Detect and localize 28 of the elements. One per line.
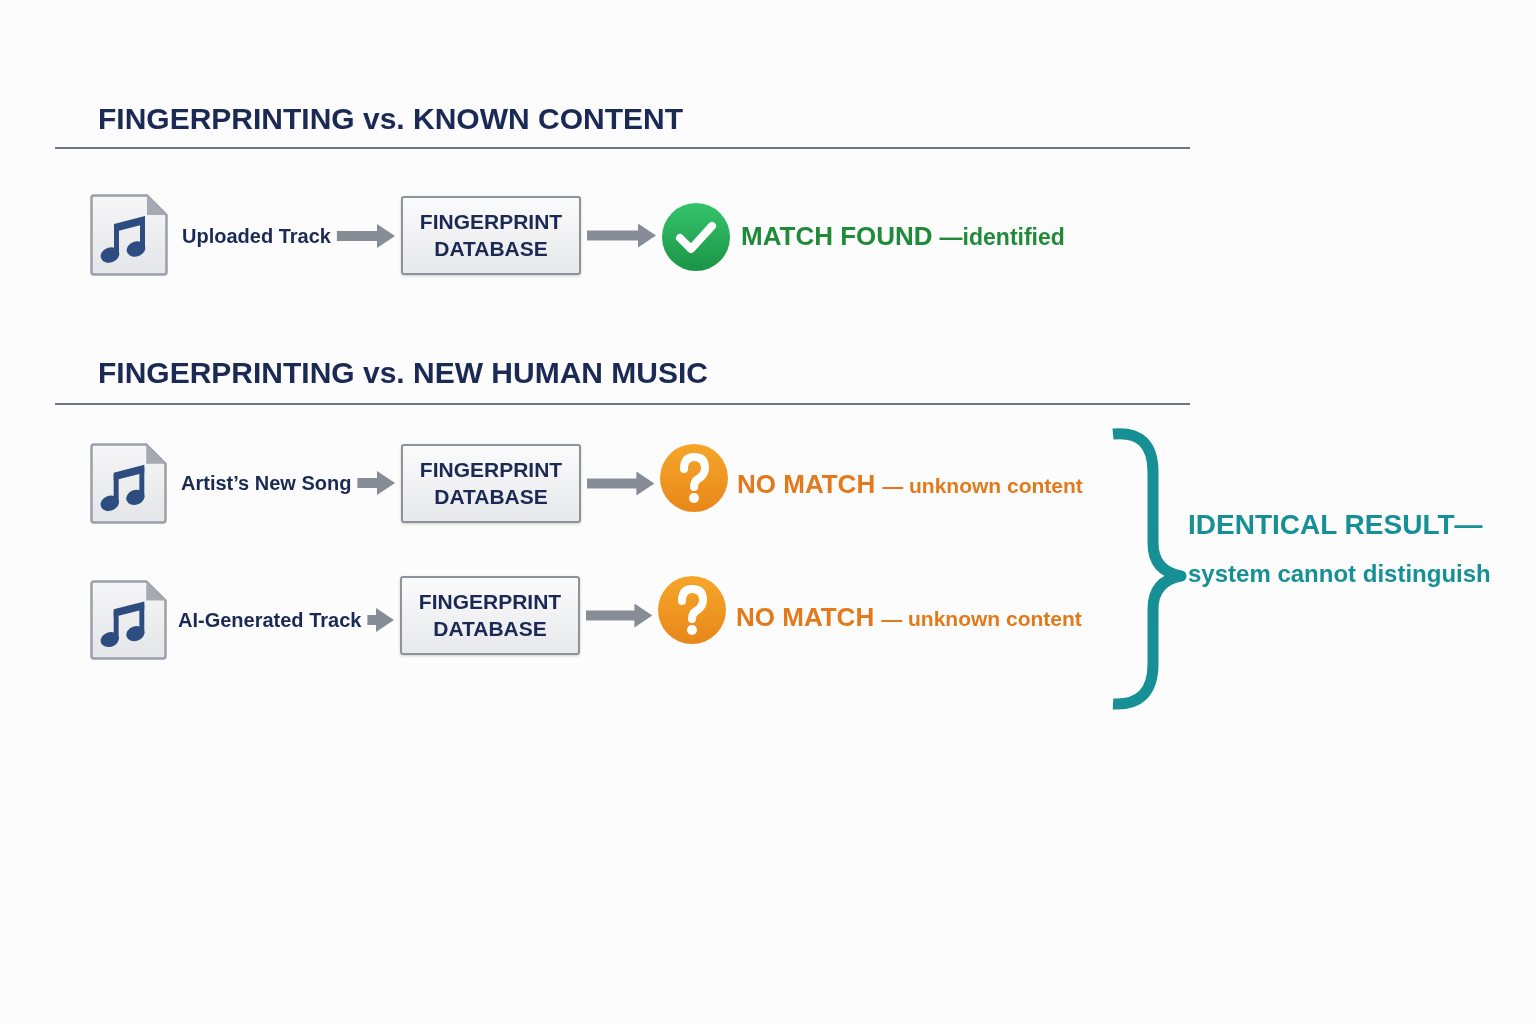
box-label: FINGERPRINT DATABASE <box>418 209 564 262</box>
result-label: NO MATCH <box>737 470 876 500</box>
section-heading: FINGERPRINTING vs. KNOWN CONTENT <box>98 101 683 137</box>
result-label: NO MATCH <box>736 603 875 633</box>
result-detail: —identified <box>939 224 1065 251</box>
box-label: FINGERPRINT DATABASE <box>417 589 563 642</box>
database-box <box>401 444 581 523</box>
arrow <box>587 471 655 496</box>
arrow <box>336 224 395 248</box>
result-detail: — unknown content <box>882 474 1083 499</box>
track-label: AI-Generated Track <box>178 608 362 632</box>
question-circle-icon <box>658 576 726 644</box>
box-label: FINGERPRINT DATABASE <box>418 457 564 510</box>
result-detail: — unknown content <box>881 607 1082 632</box>
arrow <box>586 603 653 628</box>
database-box <box>401 196 581 275</box>
track-label: Uploaded Track <box>182 224 331 248</box>
arrow <box>587 223 656 248</box>
arrow <box>367 608 394 632</box>
section-heading: FINGERPRINTING vs. NEW HUMAN MUSIC <box>98 355 709 391</box>
track-label: Artist’s New Song <box>181 471 352 495</box>
summary-heading: IDENTICAL RESULT— <box>1188 508 1483 542</box>
result-label: MATCH FOUND <box>741 222 933 252</box>
check-circle-icon <box>662 203 730 271</box>
question-circle-icon <box>660 444 728 512</box>
arrow <box>357 471 395 495</box>
summary-text: system cannot distinguish <box>1188 560 1491 589</box>
database-box <box>400 576 580 655</box>
